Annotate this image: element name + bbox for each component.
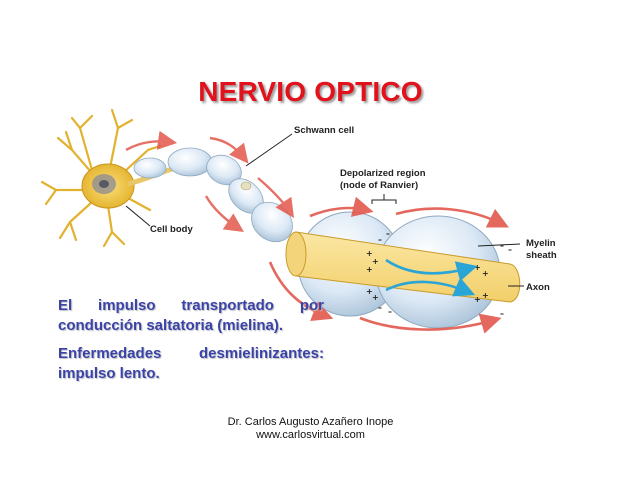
impulse-arrows <box>385 258 478 297</box>
svg-text:+: + <box>482 291 489 300</box>
label-depolarized-region: Depolarized region <box>340 168 426 179</box>
svg-text:+: + <box>366 249 373 258</box>
svg-text:–: – <box>508 245 512 254</box>
svg-text:+: + <box>366 265 373 274</box>
svg-text:+: + <box>372 257 379 266</box>
label-cell-body: Cell body <box>150 224 193 235</box>
label-schwann-cell: Schwann cell <box>294 125 354 136</box>
saltatory-arrows-upper <box>125 130 294 232</box>
credits: Dr. Carlos Augusto Azañero Inope www.car… <box>0 416 621 442</box>
saltatory-arrows-lower <box>268 196 509 334</box>
schwann-cells-chain <box>127 147 293 243</box>
label-sheath: sheath <box>526 250 557 261</box>
svg-text:+: + <box>366 287 373 296</box>
svg-text:–: – <box>500 241 504 250</box>
credits-author: Dr. Carlos Augusto Azañero Inope <box>227 416 394 428</box>
svg-text:–: – <box>500 309 504 318</box>
svg-text:+: + <box>482 269 489 278</box>
slide-title: NERVIO OPTICO <box>198 76 423 107</box>
svg-text:+: + <box>474 263 481 272</box>
svg-text:–: – <box>378 235 382 244</box>
label-axon: Axon <box>526 282 550 293</box>
svg-text:+: + <box>372 293 379 302</box>
leader-lines <box>125 133 524 287</box>
svg-text:–: – <box>378 303 382 312</box>
svg-text:–: – <box>388 307 392 316</box>
node-of-ranvier-marker <box>371 194 397 204</box>
label-myelin: Myelin <box>526 238 556 249</box>
credits-website: www.carlosvirtual.com <box>256 429 365 441</box>
svg-text:–: – <box>386 229 390 238</box>
paragraph-demyelinating-diseases: Enfermedades desmielinizantes: impulso l… <box>58 345 324 382</box>
label-node-of-ranvier: (node of Ranvier) <box>340 180 418 191</box>
paragraph-saltatory-conduction: El impulso transportado por conducción s… <box>58 297 324 334</box>
svg-text:+: + <box>474 295 481 304</box>
